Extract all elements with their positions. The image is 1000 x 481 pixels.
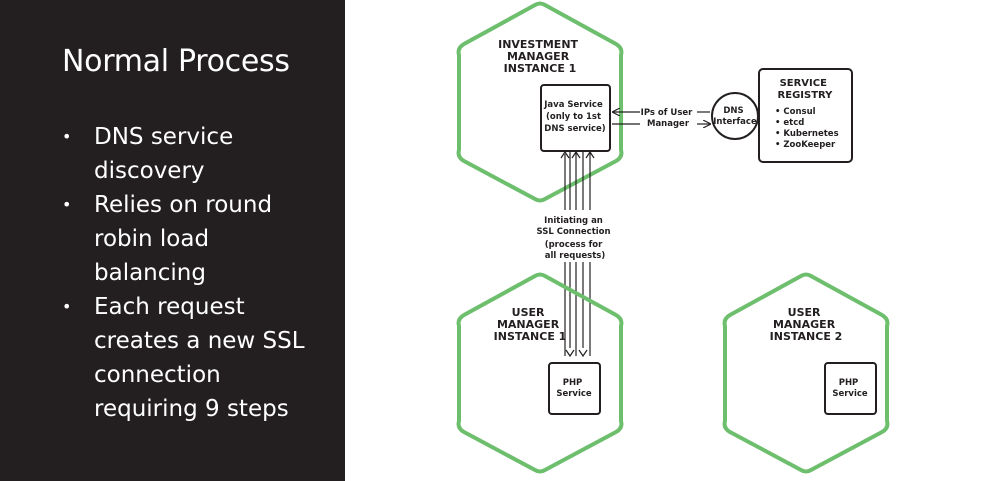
bullet-line: discovery (94, 158, 205, 184)
registry-item: • etcd (775, 118, 804, 128)
architecture-diagram: INVESTMENT MANAGER INSTANCE 1 Java Servi… (456, 1, 890, 474)
php-service-label: Service (832, 389, 868, 399)
bullet-line: creates a new SSL (94, 328, 305, 354)
dns-interface-label: DNS (723, 106, 743, 116)
java-service-box (540, 84, 611, 152)
investment-manager-hexagon (456, 1, 624, 203)
bullet-item: • Relies on round robin load balancing (62, 188, 337, 290)
user-manager-1-title: MANAGER (497, 318, 560, 331)
user-manager-2-title: INSTANCE 2 (770, 330, 843, 343)
bullet-line: Relies on round (94, 192, 273, 218)
user-manager-1-title: USER (512, 306, 545, 319)
user-manager-2-node: USER MANAGER INSTANCE 2 PHP Service (722, 272, 890, 474)
service-registry-box (758, 68, 853, 163)
svg-text:PHP Service: PHP Service (832, 378, 868, 399)
svg-text:USER MANAGER INSTA: USER MANAGER INSTANCE 2 (770, 306, 843, 343)
user-manager-1-node: USER MANAGER INSTANCE 1 PHP Service (456, 272, 624, 474)
java-service-label: (only to 1st (546, 112, 601, 122)
ssl-label: (process for (545, 240, 603, 250)
svg-text:• Consul • etcd •: • Consul • etcd • Kubernetes • ZooKeeper (775, 107, 842, 150)
svg-text:PHP Service: PHP Service (556, 378, 592, 399)
svg-text:SERVICE REGISTRY: SERVICE REGISTRY (778, 78, 834, 101)
svg-text:INVESTMENT MANAGER: INVESTMENT MANAGER INSTANCE 1 (498, 38, 582, 75)
bullet-dot-icon: • (62, 195, 72, 214)
service-registry-title: SERVICE (780, 78, 828, 89)
ssl-label-background (528, 212, 620, 262)
php-service-box-2 (824, 362, 877, 415)
bullet-line: DNS service (94, 124, 234, 150)
registry-item: • Consul (775, 107, 816, 117)
ssl-label: Initiating an (544, 216, 603, 226)
user-manager-2-title: USER (788, 306, 821, 319)
dns-interface-node: DNS Interface (711, 92, 759, 140)
php-service-label: Service (556, 389, 592, 399)
bullet-dot-icon: • (62, 297, 72, 316)
investment-manager-title: INSTANCE 1 (504, 62, 577, 75)
user-manager-2-hexagon (722, 272, 890, 474)
bullet-line: connection (94, 362, 221, 388)
java-service-label: DNS service) (544, 124, 606, 134)
ssl-connection-lines (560, 150, 595, 358)
svg-text:Java Service (only to 1s: Java Service (only to 1st DNS service) (543, 100, 606, 134)
dns-interface-circle (711, 92, 759, 140)
php-service-label: PHP (839, 378, 859, 388)
user-manager-1-title: INSTANCE 1 (494, 330, 567, 343)
ips-label: Manager (647, 119, 690, 129)
slide-text-panel: Normal Process • DNS service discovery •… (0, 0, 345, 481)
ips-label: IPs of User (641, 108, 693, 118)
dns-interface-label: Interface (713, 117, 757, 127)
svg-text:USER MANAGER INSTA: USER MANAGER INSTANCE 1 (494, 306, 567, 343)
php-service-box-1 (548, 362, 601, 415)
investment-manager-node: INVESTMENT MANAGER INSTANCE 1 Java Servi… (456, 1, 624, 203)
registry-item: • Kubernetes (775, 129, 839, 139)
svg-text:Initiating an SSL Connecti: Initiating an SSL Connection (process fo… (536, 216, 613, 261)
investment-manager-title: INVESTMENT (498, 38, 578, 51)
bullet-line: robin load (94, 226, 210, 252)
user-manager-1-hexagon (456, 272, 624, 474)
ssl-label: all requests) (545, 251, 606, 261)
bullet-line: requiring 9 steps (94, 396, 289, 422)
dns-arrows: IPs of User Manager (612, 108, 710, 129)
slide-title: Normal Process (62, 44, 290, 79)
svg-text:IPs of User Manager: IPs of User Manager (641, 108, 696, 129)
investment-manager-title: MANAGER (507, 50, 570, 63)
bullet-item: • DNS service discovery (62, 120, 337, 188)
service-registry-title: REGISTRY (778, 90, 834, 101)
bullet-line: balancing (94, 260, 206, 286)
service-registry-node: SERVICE REGISTRY • Consul • etcd • Kuber… (758, 68, 853, 163)
java-service-label: Java Service (543, 100, 603, 110)
svg-text:DNS Interface: DNS Interface (713, 106, 757, 127)
ssl-label: SSL Connection (536, 227, 610, 237)
bullet-item: • Each request creates a new SSL connect… (62, 290, 337, 426)
registry-item: • ZooKeeper (775, 140, 836, 150)
php-service-label: PHP (563, 378, 583, 388)
user-manager-2-title: MANAGER (773, 318, 836, 331)
bullet-dot-icon: • (62, 127, 72, 146)
bullet-line: Each request (94, 294, 245, 320)
bullet-list: • DNS service discovery • Relies on roun… (62, 120, 337, 426)
